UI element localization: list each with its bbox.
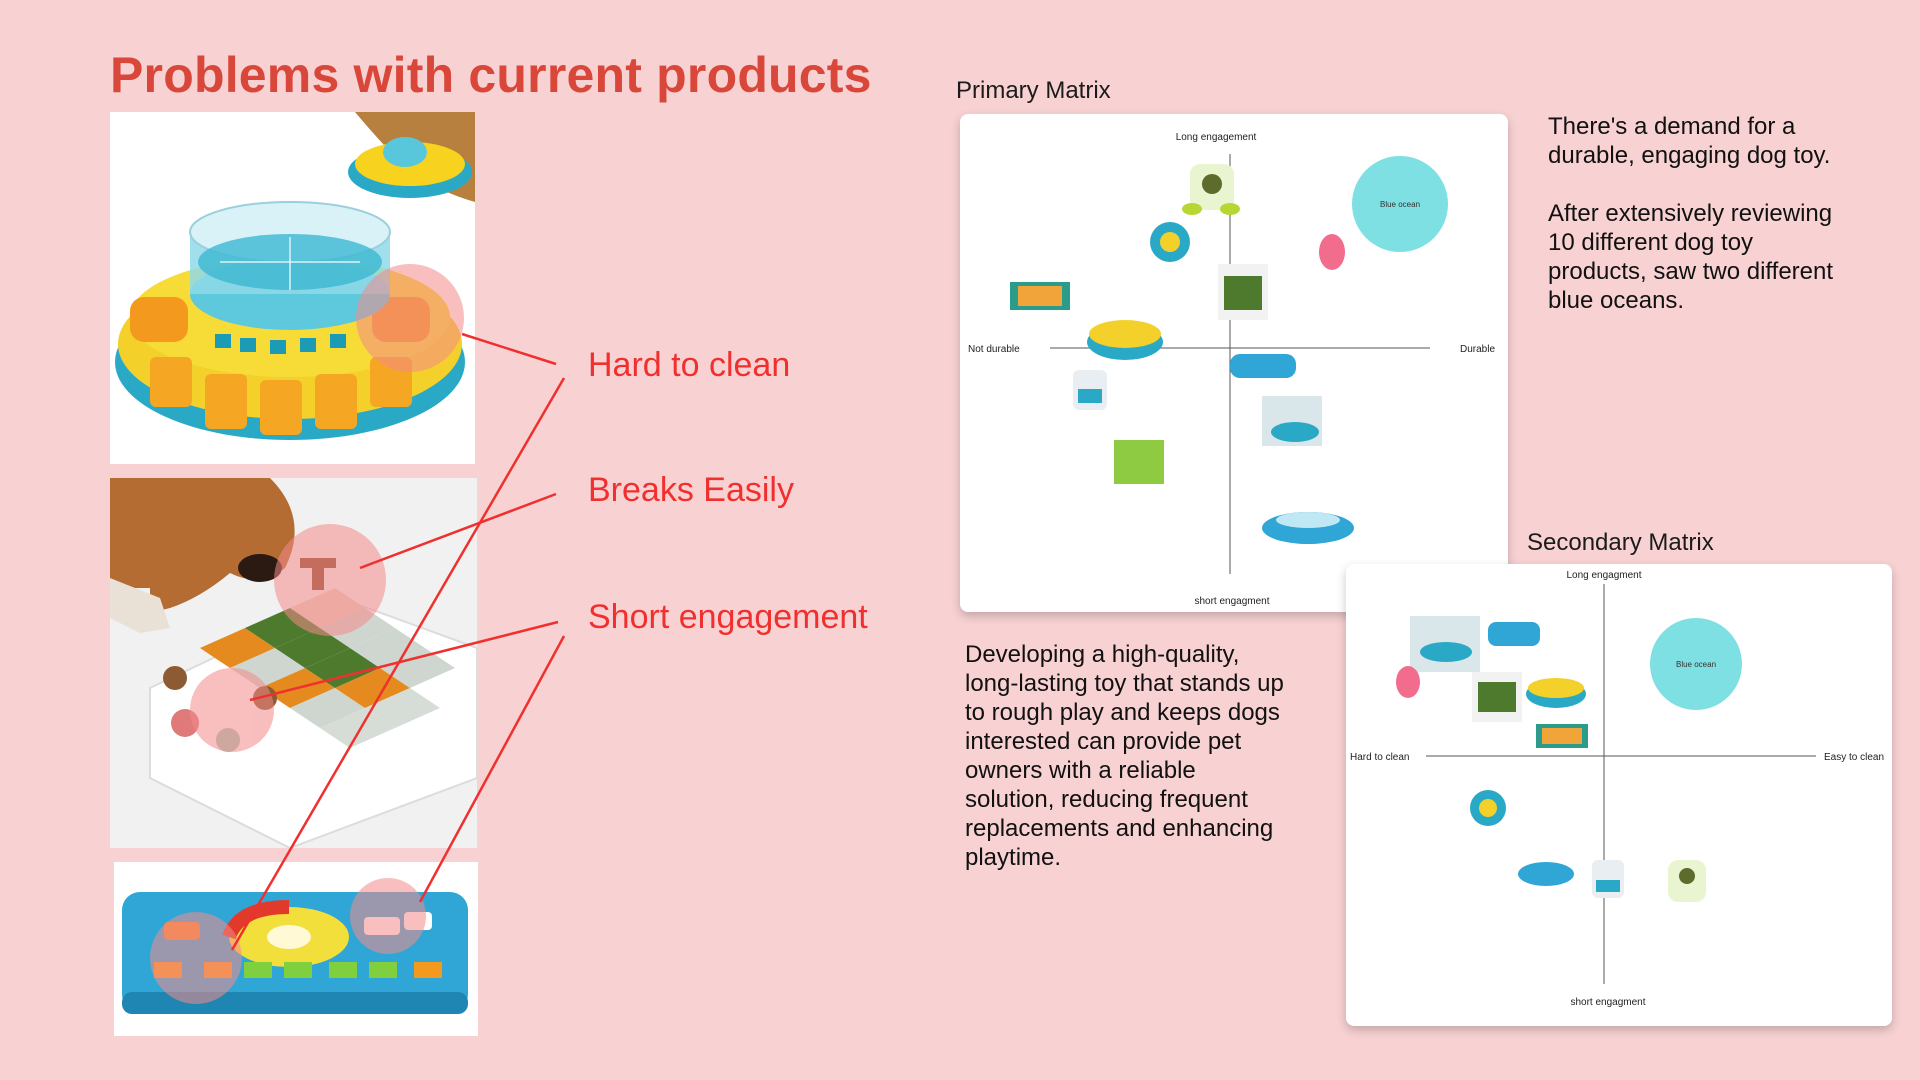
connector-clean-2: [230, 377, 566, 951]
primary-right-label: Durable: [1460, 344, 1495, 355]
secondary-blue-ocean-bubble: [1650, 618, 1742, 710]
secondary-matrix-caption: Secondary Matrix: [1527, 529, 1714, 556]
product-photo-square-puzzle: [110, 478, 477, 848]
highlight-circle-clean: [356, 264, 464, 372]
connector-engagement-1: [249, 620, 559, 702]
primary-blue-ocean-bubble: [1352, 156, 1448, 252]
secondary-top-label: Long engagment: [1566, 570, 1641, 581]
primary-bottom-label: short engagment: [1194, 596, 1269, 607]
highlight-circle-engagement-1: [190, 668, 274, 752]
secondary-blue-ocean-label: Blue ocean: [1676, 660, 1716, 669]
connector-breaks: [359, 492, 557, 570]
primary-top-label: Long engagement: [1176, 132, 1257, 143]
primary-product-thumbnails: [1010, 164, 1354, 544]
problem-hard-to-clean: Hard to clean: [588, 346, 791, 384]
primary-left-label: Not durable: [968, 344, 1020, 355]
highlight-circle-engagement-2: [150, 912, 242, 1004]
page-title: Problems with current products: [110, 47, 872, 103]
primary-matrix: Long engagement short engagment Not dura…: [960, 114, 1508, 612]
secondary-left-label: Hard to clean: [1350, 752, 1409, 763]
problem-short-engagement: Short engagement: [588, 598, 868, 636]
secondary-right-label: Easy to clean: [1824, 752, 1884, 763]
insight-text: There's a demand for a durable, engaging…: [1548, 113, 1834, 314]
primary-matrix-caption: Primary Matrix: [956, 77, 1111, 104]
problem-breaks-easily: Breaks Easily: [588, 471, 794, 509]
highlight-circle-engagement-3: [350, 878, 426, 954]
highlight-circle-breaks: [274, 524, 386, 636]
connector-engagement-2: [418, 635, 566, 903]
primary-blue-ocean-label: Blue ocean: [1380, 200, 1420, 209]
connector-clean: [461, 332, 557, 366]
secondary-matrix: Long engagment short engagment Hard to c…: [1346, 564, 1892, 1026]
secondary-product-thumbnails: [1396, 616, 1706, 902]
secondary-bottom-label: short engagment: [1570, 997, 1645, 1008]
conclusion-text: Developing a high-quality, long-lasting …: [965, 641, 1284, 871]
